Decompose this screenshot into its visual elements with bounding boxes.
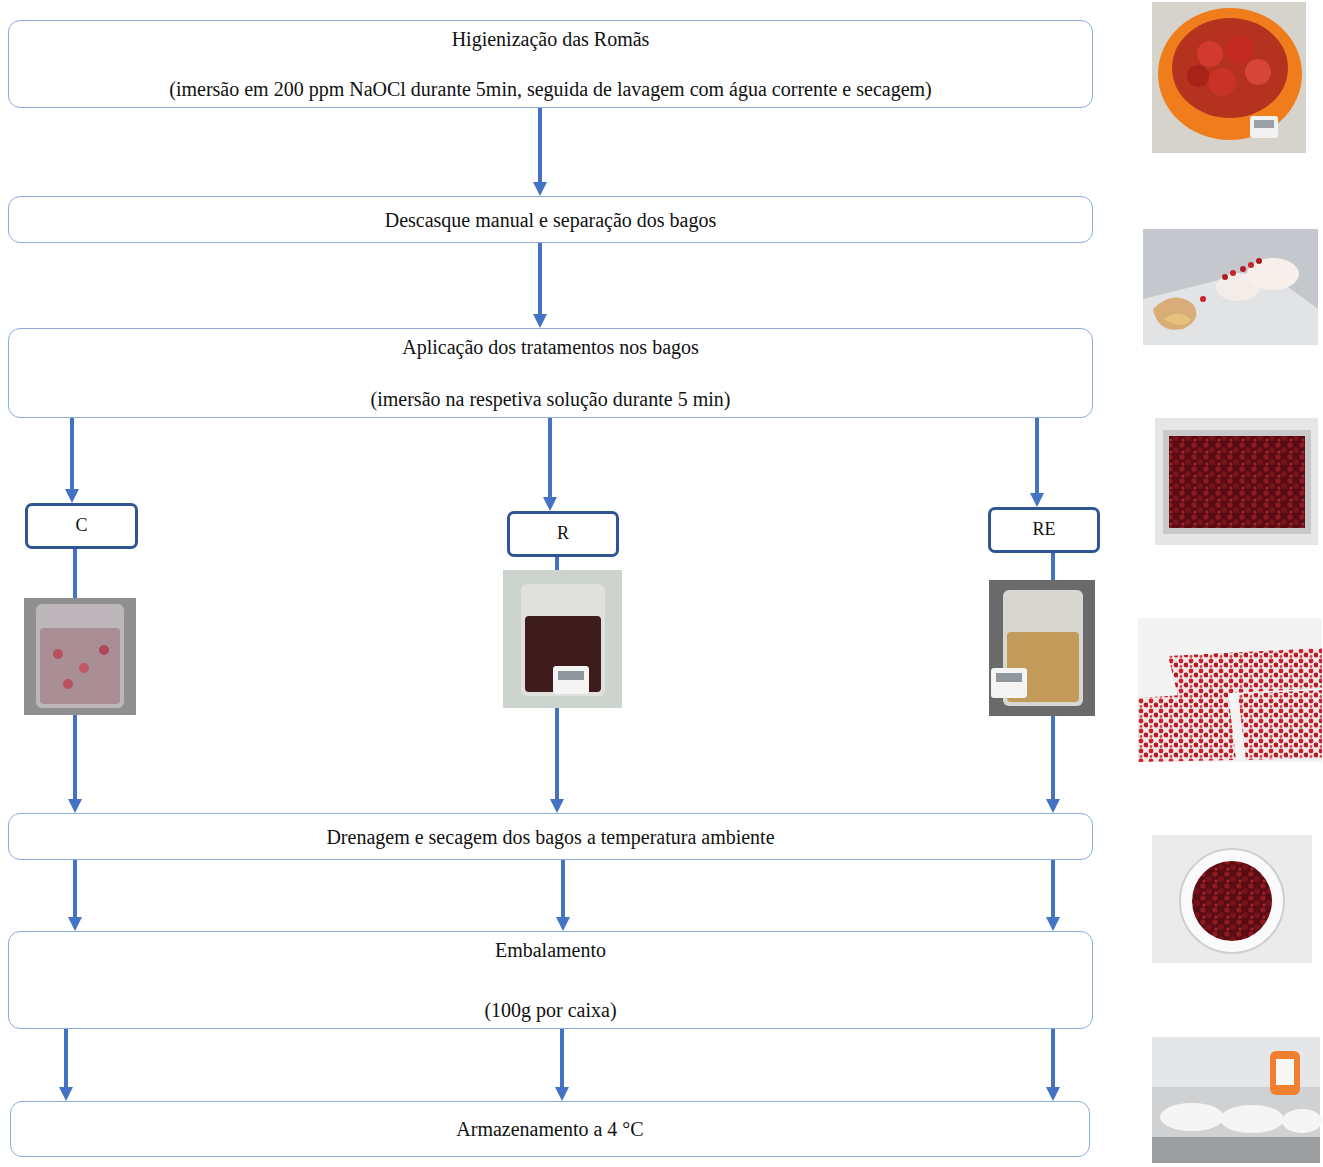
photo-peeling-part — [1240, 266, 1246, 272]
step-title: Descasque manual e separação dos bagos — [385, 208, 717, 232]
photo-peeling-part — [1230, 270, 1236, 276]
flow-arrow — [1051, 860, 1055, 919]
photo-tray-part — [1163, 430, 1311, 534]
photo-washing-part — [1152, 2, 1306, 153]
photo-beaker-r-part — [503, 570, 622, 708]
photo-beaker-re-part — [996, 673, 1022, 682]
photo-beaker-control-part — [53, 649, 63, 659]
photo-washing-part — [1172, 18, 1288, 118]
process-box: Descasque manual e separação dos bagos — [8, 196, 1093, 243]
photo-drying-part — [1138, 618, 1322, 762]
photo-beaker-r-part — [558, 671, 584, 680]
photo-storage-part — [1160, 1103, 1224, 1131]
photo-beaker-r — [503, 570, 622, 708]
photo-beaker-re — [989, 580, 1095, 716]
photo-package-part — [1152, 835, 1312, 963]
photo-storage-part — [1270, 1051, 1300, 1095]
photo-beaker-control-part — [63, 679, 73, 689]
process-box: Armazenamento a 4 °C — [10, 1101, 1090, 1157]
photo-package-part — [1180, 849, 1284, 953]
step-title: Aplicação dos tratamentos nos bagos — [402, 335, 699, 359]
step-detail: (imersão em 200 ppm NaOCl durante 5min, … — [169, 77, 932, 101]
photo-washing-part — [1158, 8, 1302, 140]
photo-beaker-control-part — [40, 628, 120, 704]
photo-drying — [1138, 618, 1322, 762]
photo-storage-part — [1282, 1109, 1322, 1133]
photo-tray-part — [1155, 418, 1318, 545]
flow-arrow — [73, 860, 77, 919]
photo-washing — [1152, 2, 1306, 153]
photo-tray — [1155, 418, 1318, 545]
flow-arrow — [538, 243, 542, 316]
treatment-box: RE — [988, 507, 1100, 553]
photo-washing-part — [1197, 41, 1223, 67]
photo-beaker-re-part — [991, 668, 1027, 698]
photo-drying-part — [1138, 692, 1236, 762]
photo-beaker-control-part — [79, 663, 89, 673]
photo-peeling-part — [1163, 314, 1191, 325]
step-title: R — [557, 523, 569, 545]
photo-tray-part — [1169, 436, 1305, 528]
photo-peeling-part — [1247, 258, 1299, 290]
photo-storage-part — [1276, 1059, 1294, 1085]
photo-peeling-part — [1143, 229, 1318, 345]
photo-peeling-part — [1200, 296, 1206, 302]
flow-arrow — [64, 1029, 68, 1089]
flow-arrow — [70, 418, 74, 491]
treatment-box: R — [507, 511, 619, 557]
flow-arrow — [561, 860, 565, 919]
photo-washing-part — [1250, 116, 1278, 138]
treatment-box: C — [25, 503, 138, 549]
step-title: Higienização das Romãs — [452, 27, 650, 51]
photo-storage-part — [1220, 1105, 1284, 1133]
flow-arrow — [548, 418, 552, 499]
step-title: Embalamento — [495, 938, 606, 962]
process-box: Embalamento (100g por caixa) — [8, 931, 1093, 1029]
photo-peeling-part — [1248, 262, 1254, 268]
flow-arrow — [1035, 418, 1039, 495]
photo-peeling-part — [1256, 258, 1262, 264]
photo-washing-part — [1245, 59, 1271, 85]
photo-washing-part — [1208, 68, 1236, 96]
photo-storage-part — [1152, 1037, 1320, 1163]
photo-peeling-part — [1222, 274, 1228, 280]
photo-beaker-re-part — [989, 580, 1095, 716]
flow-arrow — [560, 1029, 564, 1089]
photo-storage-part — [1152, 1137, 1320, 1163]
photo-storage — [1152, 1037, 1322, 1163]
step-title: Armazenamento a 4 °C — [456, 1117, 643, 1141]
photo-drying-part — [1168, 648, 1322, 696]
photo-washing-part — [1187, 65, 1209, 87]
flow-arrow — [538, 108, 542, 184]
photo-peeling-part — [1153, 298, 1196, 330]
step-title: Drenagem e secagem dos bagos a temperatu… — [326, 825, 774, 849]
photo-beaker-control — [24, 598, 136, 715]
photo-peeling — [1143, 229, 1318, 345]
photo-washing-part — [1226, 36, 1254, 64]
photo-package-part — [1192, 861, 1272, 941]
photo-beaker-control-part — [24, 598, 136, 715]
photo-beaker-r-part — [521, 584, 605, 696]
photo-washing-part — [1254, 120, 1274, 128]
process-box: Higienização das Romãs (imersão em 200 pp… — [8, 20, 1093, 108]
step-detail: (100g por caixa) — [484, 998, 616, 1022]
photo-drying-part — [1238, 690, 1322, 760]
step-title: C — [75, 515, 87, 537]
process-box: Drenagem e secagem dos bagos a temperatu… — [8, 813, 1093, 860]
process-box: Aplicação dos tratamentos nos bagos (imer… — [8, 328, 1093, 418]
photo-beaker-r-part — [553, 666, 589, 694]
flow-arrow — [1051, 1029, 1055, 1089]
photo-package — [1152, 835, 1312, 963]
step-detail: (imersão na respetiva solução durante 5 … — [371, 387, 731, 411]
step-title: RE — [1032, 519, 1055, 541]
photo-beaker-control-part — [99, 645, 109, 655]
photo-beaker-control-part — [36, 604, 124, 708]
